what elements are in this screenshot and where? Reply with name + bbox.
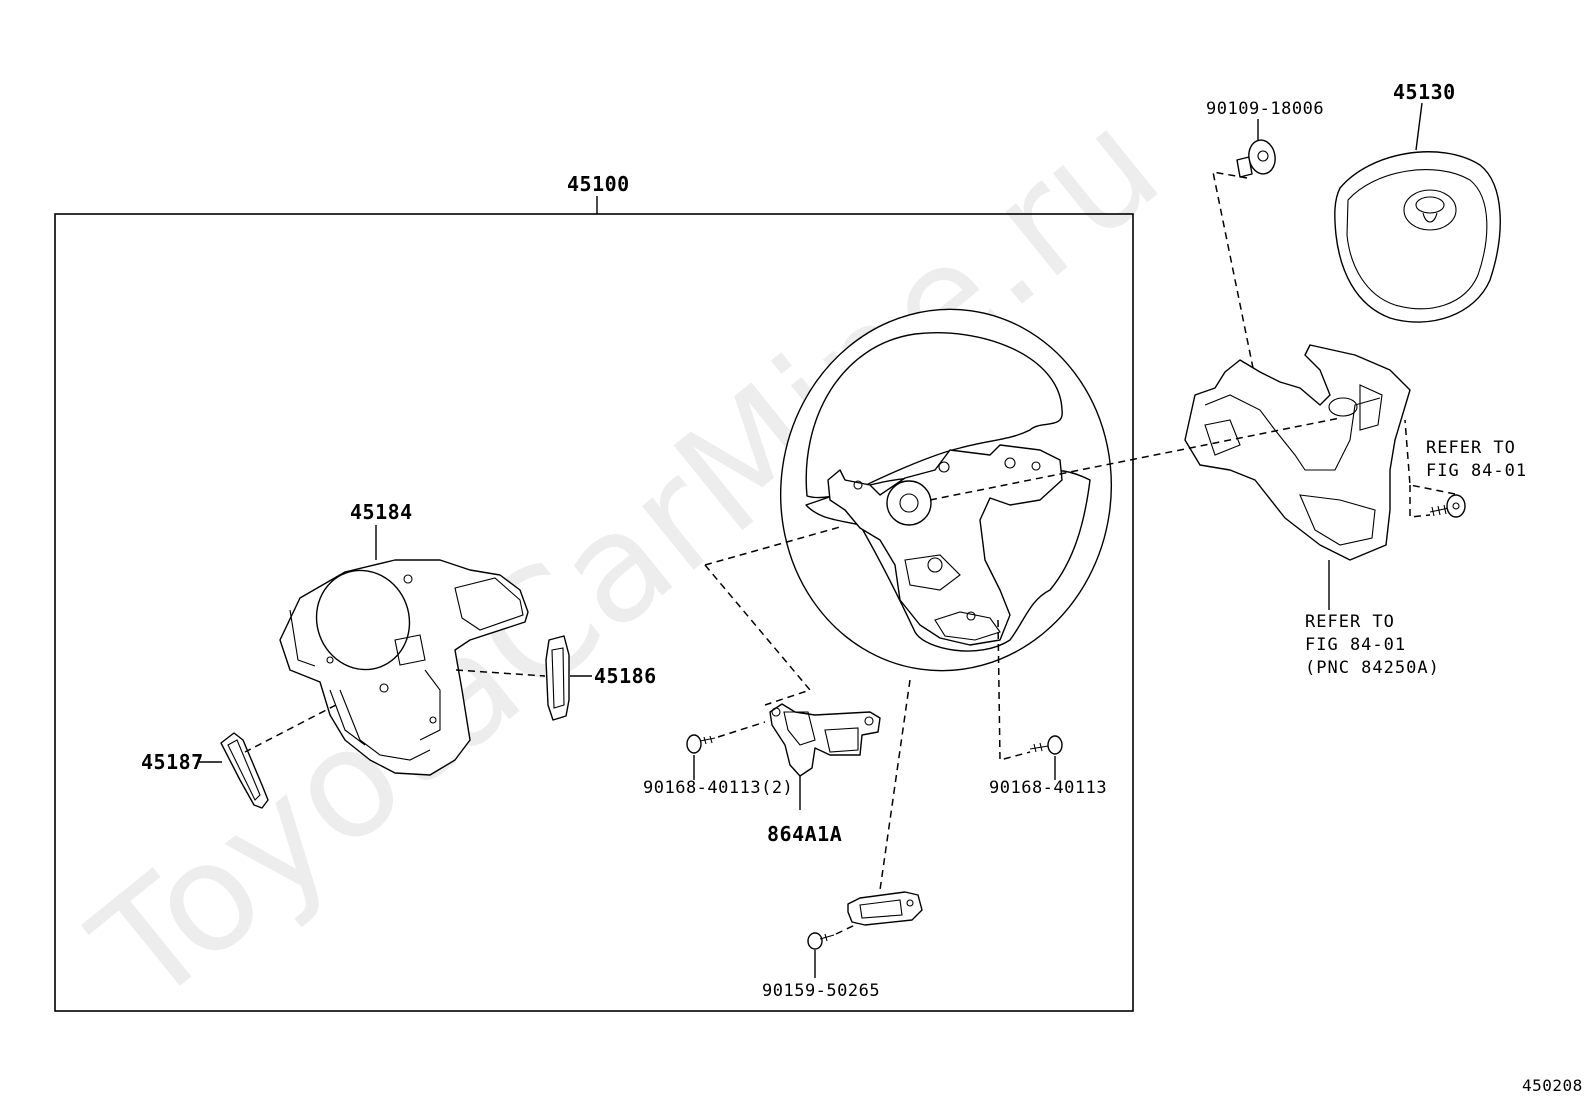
- bracket-864A1A[interactable]: [769, 703, 881, 777]
- label-90109-18006[interactable]: 90109-18006: [1206, 99, 1324, 119]
- dashed-guide-45187: [244, 704, 337, 753]
- dashed-guide-screw-connector: [835, 924, 856, 935]
- note-refer-switch[interactable]: REFER TO FIG 84-01 (PNC 84250A): [1305, 612, 1440, 678]
- dashed-guide-wheel-connector: [879, 679, 911, 891]
- steering-pad-switch-84250A[interactable]: [1184, 344, 1411, 561]
- note-refer-switch-line1: REFER TO: [1305, 612, 1395, 632]
- screw-90168-40113-x2[interactable]: [686, 734, 716, 754]
- label-90168-40113-x2[interactable]: 90168-40113(2): [643, 778, 793, 798]
- note-refer-switch-line3: (PNC 84250A): [1305, 658, 1440, 678]
- dashed-guide-screw-wheel: [997, 619, 1031, 761]
- label-90168-40113[interactable]: 90168-40113: [989, 778, 1107, 798]
- screw-90159-50265[interactable]: [807, 932, 835, 950]
- cover-45186[interactable]: [545, 635, 570, 721]
- cover-45187[interactable]: [220, 732, 269, 809]
- figure-code: 450208: [1522, 1076, 1583, 1095]
- steering-wheel[interactable]: [757, 288, 1134, 692]
- dashed-axis-wheel: [929, 417, 1341, 501]
- label-45186[interactable]: 45186: [594, 664, 657, 688]
- label-45184[interactable]: 45184: [350, 500, 413, 524]
- note-refer-right[interactable]: REFER TO FIG 84-01: [1426, 438, 1527, 481]
- screw-refer-fig-84-01[interactable]: [1429, 494, 1466, 518]
- dashed-guide-screw-right: [1404, 419, 1456, 518]
- group-frame-45100: [54, 213, 1134, 1012]
- screw-90168-40113[interactable]: [1029, 735, 1063, 755]
- label-45100[interactable]: 45100: [567, 172, 630, 196]
- plug-90109-18006[interactable]: [1236, 138, 1278, 178]
- airbag-pad-45130[interactable]: [1334, 151, 1501, 323]
- dashed-guide-plug: [1212, 171, 1263, 413]
- dashed-guide-screw-bracket: [717, 721, 766, 738]
- label-864A1A[interactable]: 864A1A: [767, 822, 842, 846]
- label-90159-50265[interactable]: 90159-50265: [762, 981, 880, 1001]
- label-45130[interactable]: 45130: [1393, 80, 1456, 104]
- connector-bracket[interactable]: [847, 891, 923, 926]
- label-45187[interactable]: 45187: [141, 750, 204, 774]
- leader-45130: [1415, 102, 1423, 151]
- lower-cover-45184[interactable]: [279, 557, 529, 776]
- dashed-guide-wheel-bracket: [704, 564, 812, 706]
- note-refer-right-line1: REFER TO: [1426, 438, 1516, 458]
- note-refer-right-line2: FIG 84-01: [1426, 461, 1527, 481]
- note-refer-switch-line2: FIG 84-01: [1305, 635, 1406, 655]
- dashed-guide-45186: [455, 669, 546, 677]
